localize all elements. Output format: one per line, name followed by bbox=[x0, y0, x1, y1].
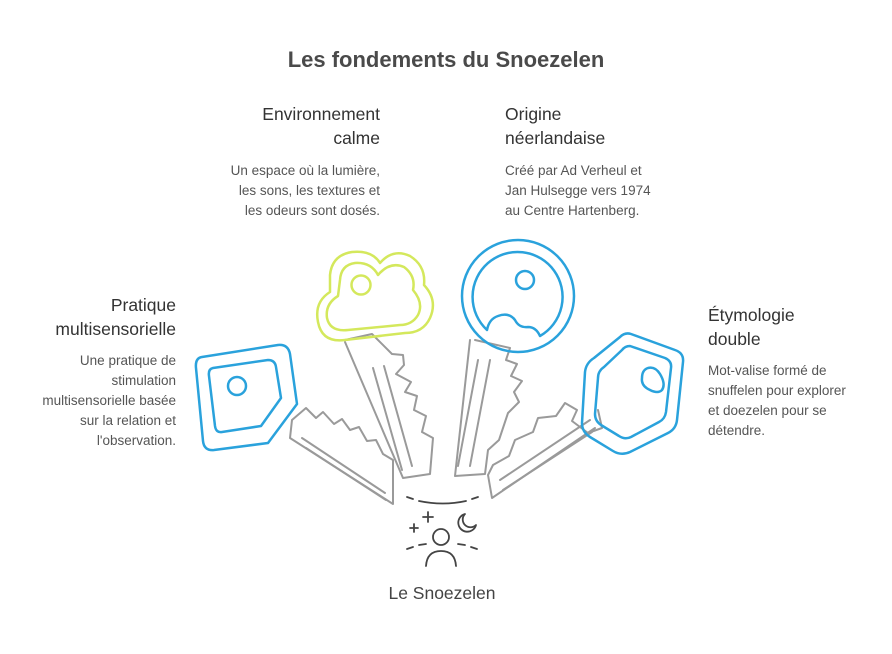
page-title: Les fondements du Snoezelen bbox=[287, 47, 605, 72]
heading-line: double bbox=[708, 329, 761, 349]
desc-environnement: Un espace où la lumière, les sons, les t… bbox=[190, 161, 380, 221]
center-label: Le Snoezelen bbox=[388, 583, 496, 603]
desc-line: snuffelen pour explorer bbox=[708, 383, 846, 398]
desc-line: détendre. bbox=[708, 423, 766, 438]
snoezelen-icon bbox=[406, 496, 479, 567]
person-icon bbox=[425, 528, 457, 567]
desc-line: les sons, les textures et bbox=[238, 183, 380, 198]
heading-line: Pratique bbox=[110, 295, 176, 315]
heading-pratique: Pratique multisensorielle bbox=[20, 293, 176, 341]
desc-line: Mot-valise formé de bbox=[708, 363, 827, 378]
desc-line: sur la relation et bbox=[79, 413, 176, 428]
heading-etymologie: Étymologie double bbox=[708, 303, 878, 351]
heading-line: Environnement bbox=[262, 104, 380, 124]
key-icon bbox=[194, 343, 394, 505]
desc-line: et doezelen pour se bbox=[708, 403, 827, 418]
desc-line: stimulation bbox=[111, 373, 176, 388]
moon-icon bbox=[457, 513, 477, 533]
heading-line: Étymologie bbox=[708, 305, 795, 325]
desc-line: au Centre Hartenberg. bbox=[505, 203, 640, 218]
desc-pratique: Une pratique de stimulation multisensori… bbox=[10, 351, 176, 451]
key-icon bbox=[487, 332, 685, 499]
desc-line: Un espace où la lumière, bbox=[230, 163, 380, 178]
heading-line: Origine bbox=[505, 104, 562, 124]
desc-etymologie: Mot-valise formé de snuffelen pour explo… bbox=[708, 361, 886, 441]
heading-line: calme bbox=[333, 128, 380, 148]
heading-line: multisensorielle bbox=[55, 319, 176, 339]
desc-line: Jan Hulsegge vers 1974 bbox=[505, 183, 651, 198]
desc-line: l'observation. bbox=[96, 433, 176, 448]
desc-origine: Créé par Ad Verheul et Jan Hulsegge vers… bbox=[505, 161, 695, 221]
key-icon bbox=[316, 250, 435, 479]
heading-line: néerlandaise bbox=[505, 128, 606, 148]
desc-line: Une pratique de bbox=[79, 353, 176, 368]
heading-origine: Origine néerlandaise bbox=[505, 102, 685, 150]
heading-environnement: Environnement calme bbox=[200, 102, 380, 150]
desc-line: Créé par Ad Verheul et bbox=[505, 163, 642, 178]
desc-line: multisensorielle basée bbox=[42, 393, 176, 408]
desc-line: les odeurs sont dosés. bbox=[244, 203, 380, 218]
key-icon bbox=[454, 238, 576, 477]
sparkle-icon bbox=[409, 511, 434, 533]
